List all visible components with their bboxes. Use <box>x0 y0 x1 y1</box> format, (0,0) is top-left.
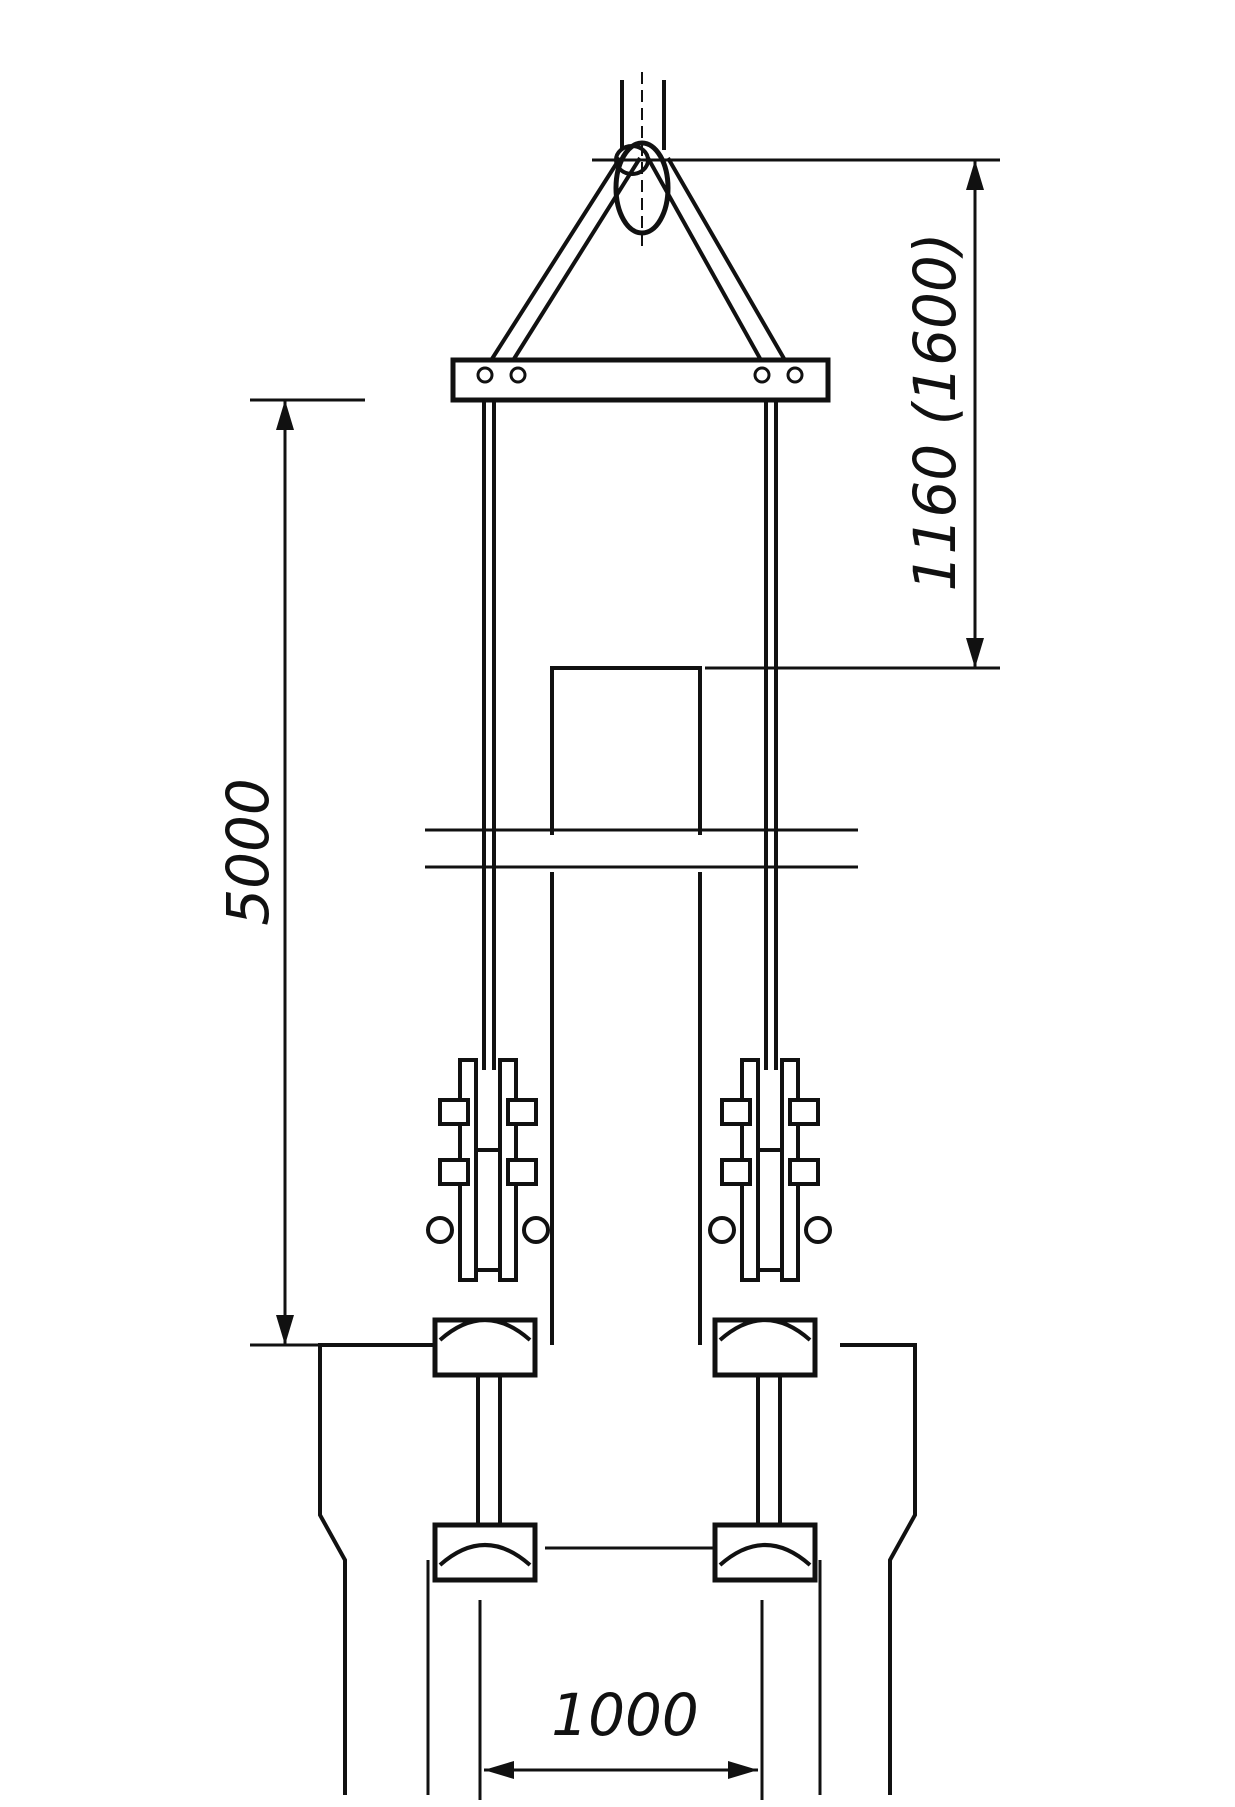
dimension-1160 <box>592 158 1000 670</box>
left-lower-clamp <box>432 1522 538 1583</box>
right-upper-bracket <box>712 1317 818 1378</box>
right-lower-clamp <box>712 1522 818 1583</box>
dimension-5000 <box>250 398 365 1347</box>
vertical-length-label: 5000 <box>214 778 282 926</box>
spreader-beam <box>450 357 831 403</box>
right-clamp-assembly <box>708 1058 832 1282</box>
lower-extension-lines <box>426 1560 822 1800</box>
mast-outline <box>425 666 858 1345</box>
top-height-label: 1160 (1600) <box>901 233 969 592</box>
wheel-base-frame <box>318 1343 917 1795</box>
suspension-rods <box>482 400 778 1070</box>
left-clamp-assembly <box>426 1058 550 1282</box>
sling-wires <box>488 156 788 364</box>
left-upper-bracket <box>432 1317 538 1378</box>
bottom-width-label: 1000 <box>551 1681 699 1749</box>
rail-rods <box>476 1375 782 1525</box>
